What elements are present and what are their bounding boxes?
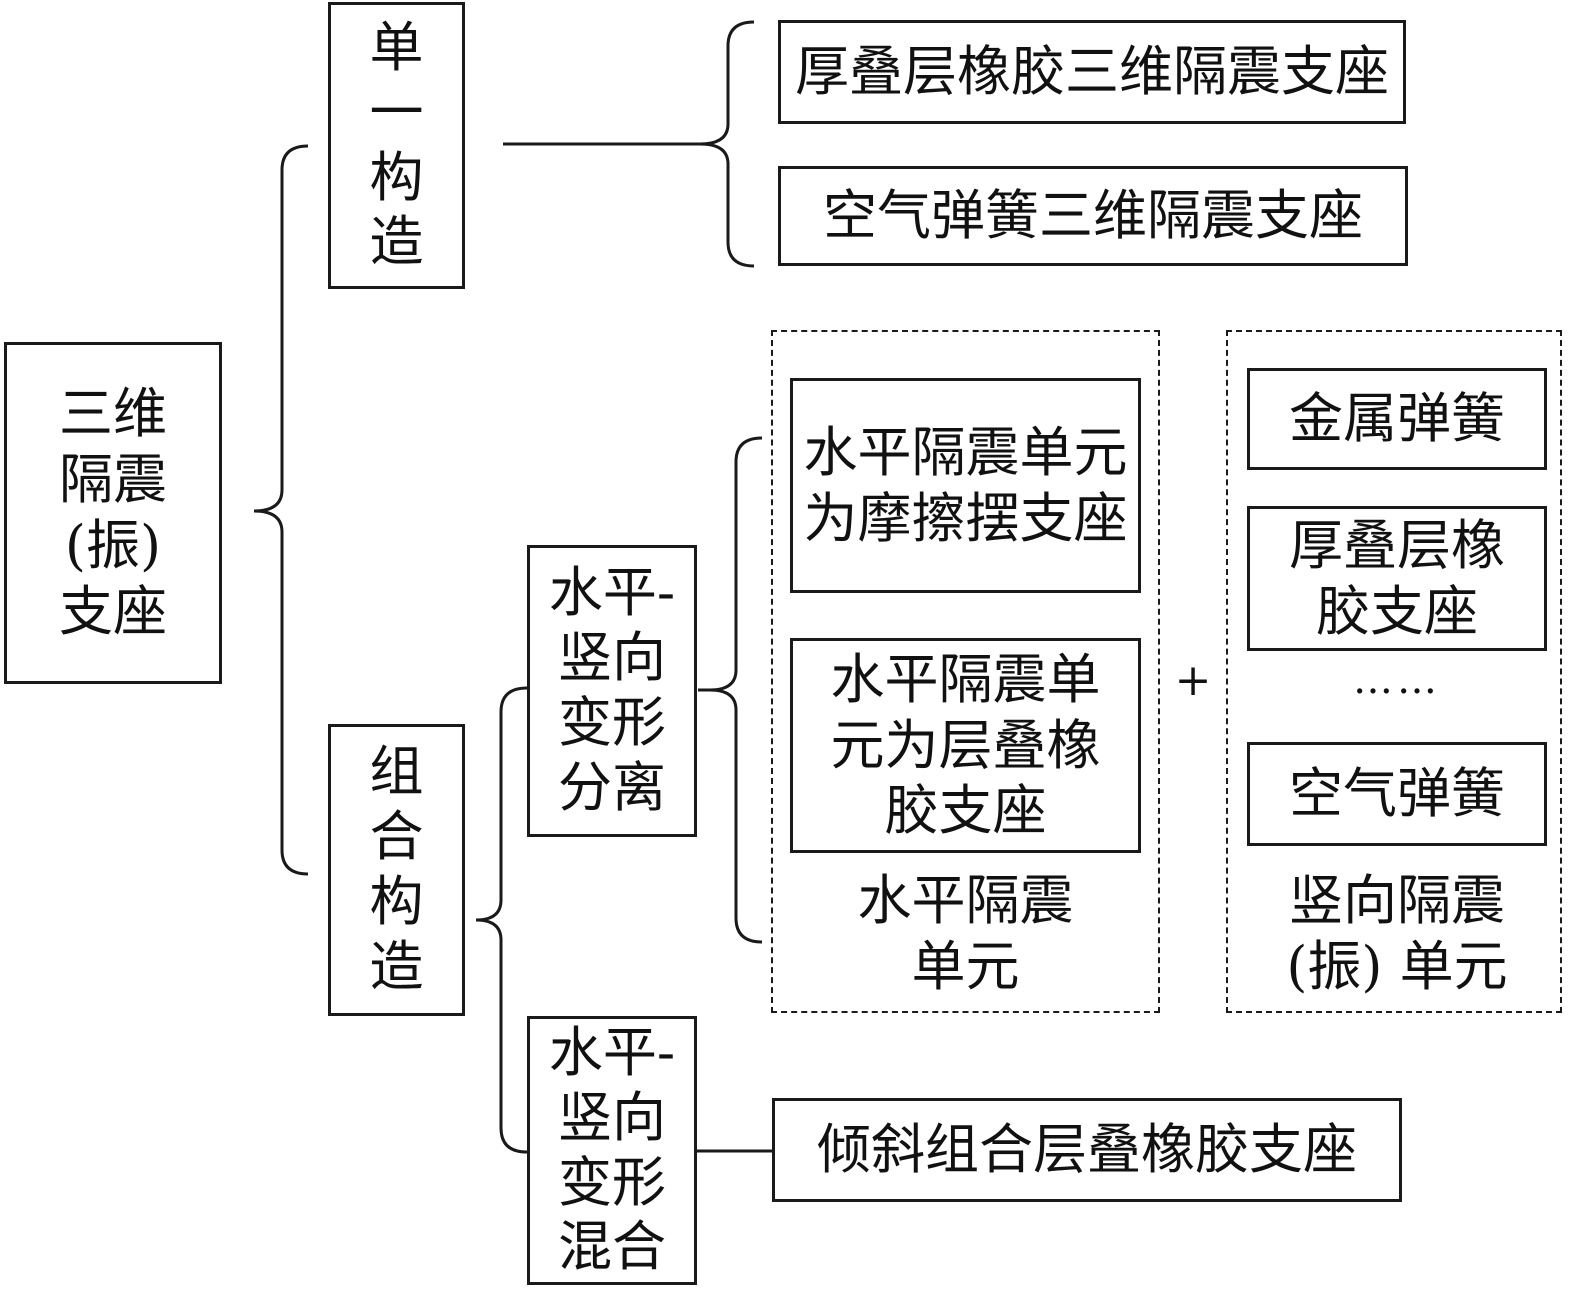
single-item-air-spring: 空气弹簧三维隔震支座 [778,166,1408,266]
single-item-thick-laminated-rubber: 厚叠层橡胶三维隔震支座 [778,20,1406,124]
single-construction-node: 单 一 构 造 [328,2,465,289]
vertical-item-thick-laminated-rubber: 厚叠层橡 胶支座 [1247,506,1547,651]
separated-bracket [709,436,763,944]
separated-label: 水平- 竖向 变形 分离 [548,561,676,819]
combined-construction-node: 组 合 构 造 [328,724,465,1016]
vertical-unit-group [1226,330,1562,1013]
horizontal-item-laminated-rubber: 水平隔震单 元为层叠橡 胶支座 [790,638,1141,853]
combined-bracket [475,686,528,1154]
vertical-item-metal-spring: 金属弹簧 [1247,368,1547,470]
horizontal-unit-group [771,330,1160,1013]
single-bracket [699,20,755,268]
horizontal-item-friction-pendulum: 水平隔震单元 为摩擦摆支座 [790,378,1141,593]
mixed-node: 水平- 竖向 变形 混合 [527,1016,697,1285]
plus-sign: + [1174,655,1212,706]
vertical-item-air-spring: 空气弹簧 [1247,742,1547,846]
single-construction-label: 单 一 构 造 [369,15,424,274]
vertical-unit-caption: 竖向隔震 (振) 单元 [1286,869,1508,998]
root-node: 三维 隔震 (振) 支座 [4,342,222,684]
mixed-item-inclined-laminated-rubber: 倾斜组合层叠橡胶支座 [772,1098,1402,1202]
mixed-label: 水平- 竖向 变形 混合 [548,1020,676,1279]
combined-construction-label: 组 合 构 造 [369,740,424,998]
horizontal-unit-caption: 水平隔震 单元 [857,869,1074,998]
vertical-ellipsis: …… [1353,657,1441,703]
root-label: 三维 隔震 (振) 支座 [59,382,167,643]
separated-node: 水平- 竖向 变形 分离 [527,545,697,837]
root-bracket [253,144,309,876]
